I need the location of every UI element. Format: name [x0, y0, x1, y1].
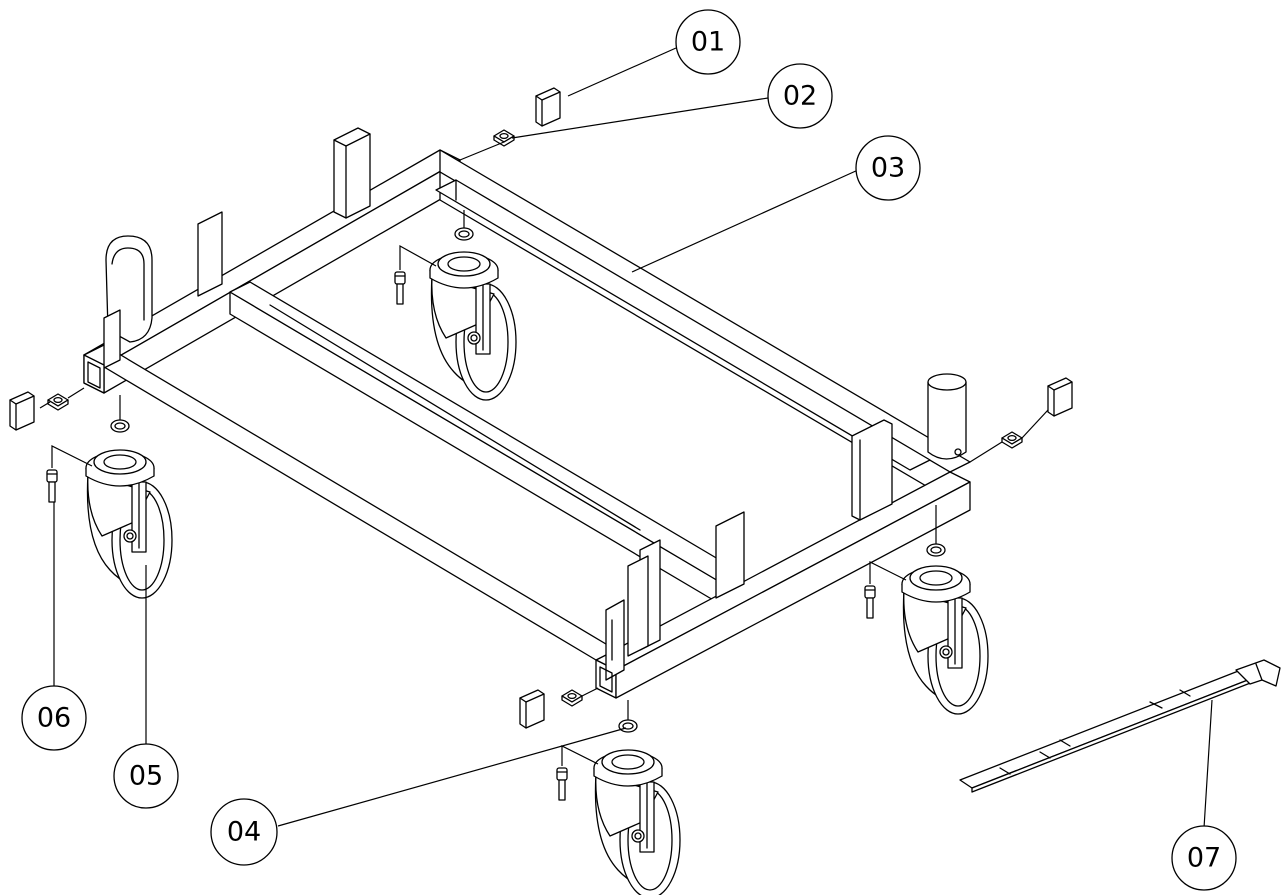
callout-balloon-03: 03 [855, 135, 921, 201]
callout-label-07: 07 [1187, 843, 1221, 874]
callout-balloon-06: 06 [21, 685, 87, 751]
callout-balloon-07: 07 [1171, 825, 1237, 891]
callout-balloon-01: 01 [675, 9, 741, 75]
callout-label-06: 06 [37, 703, 71, 734]
caster-wheel-right [901, 565, 989, 715]
callout-label-04: 04 [227, 817, 261, 848]
end-cap-parts [9, 87, 1073, 729]
callout-label-02: 02 [783, 81, 817, 112]
strap-part [959, 659, 1281, 793]
callout-leader-lines [53, 47, 1213, 829]
callout-label-05: 05 [129, 761, 163, 792]
callout-label-03: 03 [871, 153, 905, 184]
callout-balloon-02: 02 [767, 63, 833, 129]
caster-wheel-rear [429, 251, 517, 401]
callout-label-01: 01 [691, 27, 725, 58]
cart-frame [83, 127, 971, 699]
caster-wheel-front-left [85, 449, 173, 599]
caster-wheel-front [593, 749, 681, 895]
callout-balloon-05: 05 [113, 743, 179, 809]
washer-parts [110, 210, 946, 733]
callout-balloon-04: 04 [210, 798, 278, 866]
